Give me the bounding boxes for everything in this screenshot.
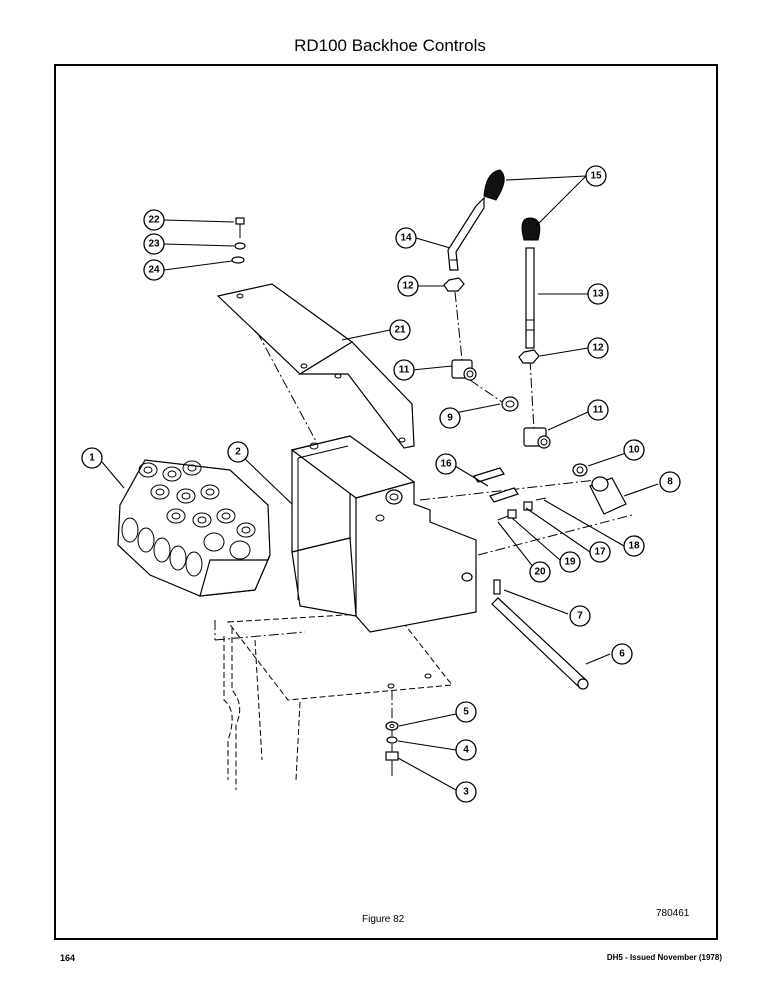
svg-text:23: 23 <box>148 239 160 250</box>
control-valve <box>117 459 271 597</box>
spacers <box>501 396 627 515</box>
callout-16: 16 <box>435 453 457 475</box>
callout-18: 18 <box>623 535 645 557</box>
svg-text:3: 3 <box>463 787 469 798</box>
shaft-and-pin <box>491 579 589 690</box>
svg-text:9: 9 <box>447 413 453 424</box>
callout-9: 9 <box>439 407 461 429</box>
drawing-number: 780461 <box>656 908 690 919</box>
figure-caption: Figure 82 <box>362 914 405 925</box>
svg-text:22: 22 <box>148 215 160 226</box>
svg-text:21: 21 <box>394 325 406 336</box>
box-cover <box>216 283 415 449</box>
callout-13: 13 <box>587 283 609 305</box>
callout-15: 15 <box>585 165 607 187</box>
svg-text:20: 20 <box>534 567 546 578</box>
svg-text:5: 5 <box>463 707 469 718</box>
callout-6: 6 <box>611 643 633 665</box>
callout-7: 7 <box>569 605 591 627</box>
svg-text:18: 18 <box>628 541 640 552</box>
svg-text:6: 6 <box>619 649 625 660</box>
callout-12b: 12 <box>587 337 609 359</box>
callout-17: 17 <box>589 541 611 563</box>
callout-19: 19 <box>559 551 581 573</box>
callout-2: 2 <box>227 441 249 463</box>
callout-4: 4 <box>455 739 477 761</box>
svg-text:16: 16 <box>440 459 452 470</box>
callout-24: 24 <box>143 259 165 281</box>
svg-text:17: 17 <box>594 547 606 558</box>
callout-10: 10 <box>623 439 645 461</box>
nuts <box>443 277 540 364</box>
callout-11a: 11 <box>393 359 415 381</box>
svg-text:19: 19 <box>564 557 576 568</box>
svg-text:12: 12 <box>402 281 414 292</box>
short-lever <box>447 169 505 271</box>
svg-text:14: 14 <box>400 233 412 244</box>
callout-22: 22 <box>143 209 165 231</box>
svg-text:13: 13 <box>592 289 604 300</box>
svg-text:7: 7 <box>577 611 583 622</box>
callout-11b: 11 <box>587 399 609 421</box>
figure-frame <box>54 64 718 940</box>
svg-text:12: 12 <box>592 343 604 354</box>
svg-text:2: 2 <box>235 447 241 458</box>
callout-8: 8 <box>659 471 681 493</box>
svg-text:11: 11 <box>399 365 410 376</box>
callout-1: 1 <box>81 447 103 469</box>
svg-text:8: 8 <box>667 477 673 488</box>
svg-text:4: 4 <box>463 745 469 756</box>
svg-text:24: 24 <box>148 265 160 276</box>
clevises <box>451 359 551 449</box>
long-lever <box>521 217 541 349</box>
callout-3: 3 <box>455 781 477 803</box>
link-and-pins <box>473 467 547 521</box>
bottom-bolt-set <box>385 721 399 776</box>
page-title: RD100 Backhoe Controls <box>294 36 486 55</box>
issue-line: DH5 - Issued November (1978) <box>606 953 722 962</box>
leader-lines <box>101 175 659 791</box>
callout-14: 14 <box>395 227 417 249</box>
svg-text:1: 1 <box>89 453 95 464</box>
control-box <box>290 435 477 633</box>
page-number: 164 <box>60 953 76 963</box>
callout-23: 23 <box>143 233 165 255</box>
svg-text:10: 10 <box>628 445 640 456</box>
callout-21: 21 <box>389 319 411 341</box>
callout-5: 5 <box>455 701 477 723</box>
svg-text:11: 11 <box>593 405 604 416</box>
callout-12a: 12 <box>397 275 419 297</box>
svg-text:15: 15 <box>590 171 602 182</box>
mounting-plate <box>223 611 453 790</box>
callout-20: 20 <box>529 561 551 583</box>
screw-washer-set <box>231 217 246 264</box>
